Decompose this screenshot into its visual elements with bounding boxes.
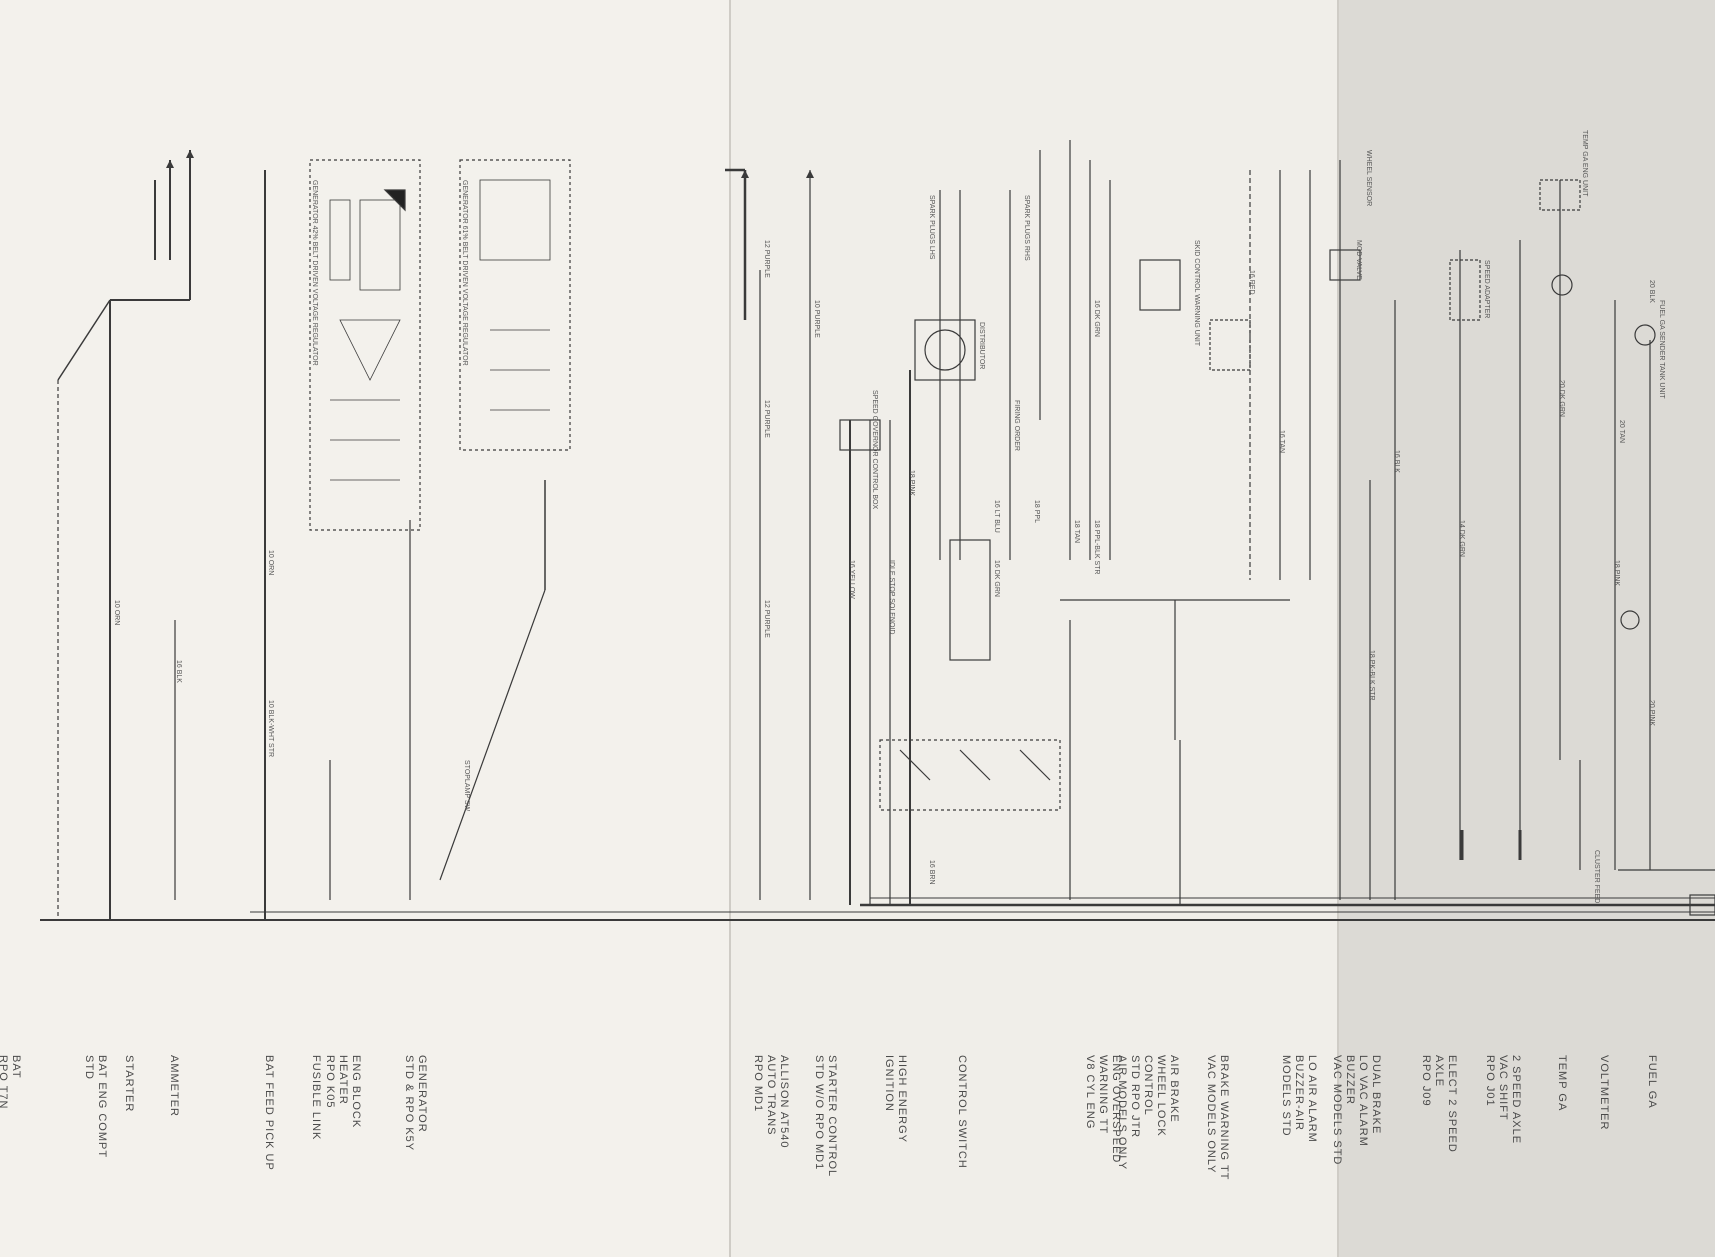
wire-label: 16 BLK	[175, 660, 182, 683]
wire-label: 16 TAN	[1278, 430, 1285, 454]
component-label: TEMP GA ENG UNIT	[1581, 130, 1588, 197]
component-label: CLUSTER FEED	[1593, 850, 1600, 904]
label-voltmeter: VOLTMETER	[1598, 1055, 1610, 1131]
wire-label: 16 YELLOW	[848, 560, 855, 599]
component-label: SPEED GOVERNOR CONTROL BOX	[871, 390, 878, 510]
label-elect-2-speed: ELECT 2 SPEED AXLE RPO J09	[1420, 1055, 1458, 1153]
speed-governor-box	[839, 419, 881, 451]
wire-label: 10 ORN	[267, 550, 274, 576]
wire-label: 20 PINK	[1648, 700, 1655, 727]
wire-diag-1	[57, 299, 111, 381]
label-fusible-link: FUSIBLE LINK	[310, 1055, 322, 1141]
label-bat: BAT RPO T7N	[0, 1055, 22, 1110]
control-switch-box	[879, 739, 1061, 811]
wire-label: 16 BLK	[1393, 450, 1400, 473]
label-starter: STARTER	[123, 1055, 135, 1113]
label-generator: GENERATOR STD & RPO K5Y	[403, 1055, 428, 1152]
regulator-triangle	[383, 189, 406, 212]
label-control-switch: CONTROL SWITCH	[956, 1055, 968, 1169]
wire-label: 18 PK-BLK STR	[1368, 650, 1375, 701]
sheet-panel-right	[1338, 0, 1715, 1257]
label-dual-brake: DUAL BRAKE LO VAC ALARM BUZZER VAC MODEL…	[1331, 1055, 1382, 1166]
wire-label: 10 ORN	[113, 600, 120, 626]
component-label: STOPLAMP SW	[463, 760, 470, 812]
switch-contact-1	[899, 749, 931, 781]
sheet-fold-2	[1337, 0, 1339, 1257]
component-label: SPARK PLUGS RHS	[1023, 195, 1030, 261]
component-label: SKID CONTROL WARNING UNIT	[1193, 240, 1200, 347]
component-label: FIRING ORDER	[1013, 400, 1020, 451]
arrowheads	[166, 150, 814, 178]
switch-contact-3	[1019, 749, 1051, 781]
label-bat-eng-compt: BAT ENG COMPT STD	[83, 1055, 108, 1159]
label-temp-ga: TEMP GA	[1556, 1055, 1568, 1112]
distributor-cap	[924, 329, 966, 371]
component-label: SPEED ADAPTER	[1483, 260, 1490, 319]
temp-gauge-symbol	[1551, 274, 1573, 296]
wire-label: 18 PPL-BLK STR	[1093, 520, 1100, 575]
wire-label: 18 PINK	[1613, 560, 1620, 587]
wire-label: 12 PURPLE	[763, 600, 770, 638]
component-label: IDLE STOP SOLENOID	[888, 560, 895, 635]
wire-label: 16 RED	[1248, 270, 1255, 295]
wire-label: 12 PURPLE	[763, 240, 770, 278]
label-lo-air-alarm: LO AIR ALARM BUZZER-AIR MODELS STD	[1280, 1055, 1318, 1143]
label-2-speed-axle-vac: 2 SPEED AXLE VAC SHIFT RPO J01	[1484, 1055, 1522, 1145]
skid-control-box	[1209, 319, 1251, 371]
fuel-gauge-symbol	[1634, 324, 1656, 346]
wheel-sensor-box	[1329, 249, 1361, 281]
component-label: MOD VALVE	[1355, 240, 1362, 280]
wire-label: 16 DK GRN	[993, 560, 1000, 597]
mod-valve-box	[1139, 259, 1181, 311]
label-air-brake-wheel-lock: AIR BRAKE WHEEL LOCK CONTROL STD RPO JTR…	[1116, 1055, 1180, 1171]
connector-right	[1689, 894, 1715, 916]
wire-label: 18 PINK	[908, 470, 915, 497]
sheet-fold-1	[729, 0, 731, 1257]
label-high-energy-ignition: HIGH ENERGY IGNITION	[883, 1055, 908, 1144]
wire-label: 20 TAN	[1618, 420, 1625, 444]
label-fuel-ga: FUEL GA	[1646, 1055, 1658, 1109]
wire-label: 18 TAN	[1073, 520, 1080, 544]
sheet-panel-left	[0, 0, 730, 1257]
wire-gen-diag	[439, 589, 546, 881]
component-label: DISTRIBUTOR	[978, 322, 985, 370]
wire-label: 20 DK GRN	[1558, 380, 1565, 417]
component-label: GENERATOR 42% BELT DRIVEN VOLTAGE REGULA…	[311, 180, 318, 366]
generator-box-2	[459, 159, 571, 451]
label-bat-feed-pick-up: BAT FEED PICK UP	[263, 1055, 275, 1171]
distributor-box	[914, 319, 976, 381]
wire-label: 20 BLK	[1648, 280, 1655, 303]
wire-label: 14 DK GRN	[1458, 520, 1465, 557]
sheet-panel-middle	[730, 0, 1338, 1257]
label-brake-warning: BRAKE WARNING TT VAC MODELS ONLY	[1205, 1055, 1230, 1181]
ignition-table	[949, 539, 991, 661]
component-label: WHEEL SENSOR	[1365, 150, 1372, 207]
voltmeter-symbol	[1620, 610, 1640, 630]
rectifier-bridge-1	[329, 199, 401, 481]
component-label: SPARK PLUGS LHS	[928, 195, 935, 260]
wire-label: 16 DK GRN	[1093, 300, 1100, 337]
label-starter-control: STARTER CONTROL STD W/O RPO MD1	[813, 1055, 838, 1178]
label-ammeter: AMMETER	[168, 1055, 180, 1117]
speed-adapter-box	[1449, 259, 1481, 321]
generator-box-1	[309, 159, 421, 531]
wire-label: 18 PPL	[1033, 500, 1040, 523]
wire-label: 12 PURPLE	[763, 400, 770, 438]
temp-sender-box	[1539, 179, 1581, 211]
wire-label: 16 LT BLU	[993, 500, 1000, 533]
wire-label: 10 BLK-WHT STR	[267, 700, 274, 758]
label-allison: ALLISON AT540 AUTO TRANS RPO MD1	[752, 1055, 790, 1149]
component-label: FUEL GA SENDER TANK UNIT	[1658, 300, 1665, 399]
switch-contact-2	[959, 749, 991, 781]
rectifier-bridge-2	[479, 179, 551, 411]
component-label: GENERATOR 61% BELT DRIVEN VOLTAGE REGULA…	[461, 180, 468, 366]
wire-label: 16 BRN	[928, 860, 935, 885]
wire-label: 10 PURPLE	[813, 300, 820, 338]
label-eng-block-heater: ENG BLOCK HEATER RPO K05	[324, 1055, 362, 1129]
